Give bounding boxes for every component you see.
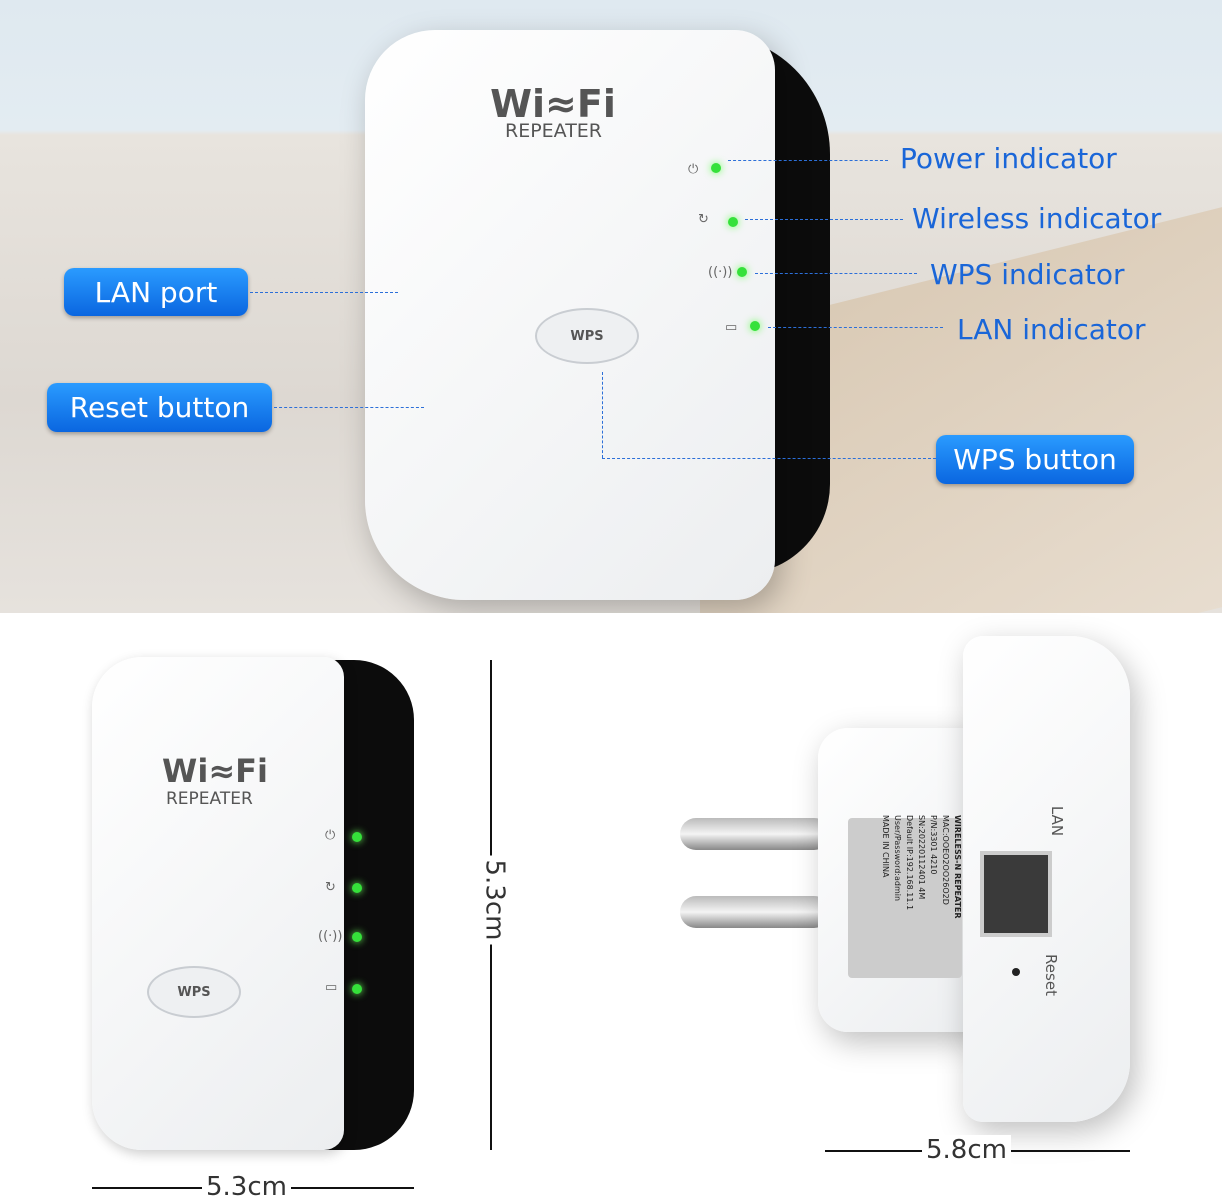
side-reset-label: Reset xyxy=(1041,954,1060,996)
wireless-indicator-label: Wireless indicator xyxy=(912,202,1162,235)
wireless-leader xyxy=(745,219,903,220)
reset-button-callout: Reset button xyxy=(47,383,272,432)
repeater-label: REPEATER xyxy=(505,120,603,142)
side-lan-label: LAN xyxy=(1048,805,1067,837)
lan-indicator-label: LAN indicator xyxy=(957,313,1146,346)
power-icon: ⏻ xyxy=(688,162,699,177)
wps-label: WPS xyxy=(570,328,604,344)
wps-leader-h xyxy=(602,458,936,459)
front-view-body xyxy=(92,657,344,1150)
wps-led xyxy=(737,267,747,277)
plug-pin-bottom xyxy=(680,896,830,928)
power-leader xyxy=(728,160,888,161)
front-wireless-led xyxy=(352,883,362,893)
spec-sticker xyxy=(848,818,962,978)
sticker-mac: MAC:OOEO2OO26O2D xyxy=(941,815,950,905)
front-lan-led xyxy=(352,984,362,994)
side-depth-dimension: 5.8cm xyxy=(922,1135,1011,1165)
front-wps-button: WPS xyxy=(147,966,241,1018)
wps-ind-leader xyxy=(755,273,917,274)
wps-button-callout: WPS button xyxy=(936,435,1134,484)
wifi-logo: Wi≈Fi xyxy=(490,82,616,126)
front-power-icon: ⏻ xyxy=(325,828,336,843)
lan-port-callout: LAN port xyxy=(64,268,248,316)
lan-ind-leader xyxy=(768,327,943,328)
wps-leader-v xyxy=(602,372,603,458)
sticker-ip: Default IP:192.168.11.1 xyxy=(905,815,914,911)
wps-indicator-label: WPS indicator xyxy=(930,258,1125,291)
wps-button[interactable]: WPS xyxy=(535,308,639,364)
sticker-origin: MADE IN CHINA xyxy=(881,815,890,878)
front-width-dimension: 5.3cm xyxy=(202,1172,291,1202)
front-height-dimension: 5.3cm xyxy=(479,855,510,945)
power-led xyxy=(711,163,721,173)
front-wps-label: WPS xyxy=(177,984,211,1000)
sticker-title: WIRELESS-N REPEATER xyxy=(953,815,962,919)
front-wps-icon: ((·)) xyxy=(318,929,343,944)
side-lan-port xyxy=(980,851,1052,937)
front-wireless-icon: ↻ xyxy=(325,880,336,895)
front-lan-icon: ▭ xyxy=(325,980,338,995)
lan-port-leader xyxy=(250,292,398,293)
wps-antenna-icon: ((·)) xyxy=(708,265,733,280)
hero-photo: LAN Reset Wi≈Fi REPEATER WPS ⏻ ↻ ((·)) ▭… xyxy=(0,0,1222,613)
wireless-led xyxy=(728,217,738,227)
plug-pin-top xyxy=(680,818,830,850)
lan-led xyxy=(750,321,760,331)
front-wps-led xyxy=(352,932,362,942)
sticker-sn: SN:20220112401 4M xyxy=(917,815,926,900)
wireless-icon: ↻ xyxy=(698,212,709,227)
reset-leader xyxy=(274,407,424,408)
sticker-user: User/Password:admin xyxy=(893,815,902,902)
power-indicator-label: Power indicator xyxy=(900,142,1117,175)
sticker-pn: P/N:3301 4210 xyxy=(929,815,938,875)
front-repeater-label: REPEATER xyxy=(166,789,253,809)
side-reset-hole xyxy=(1012,968,1020,976)
sticker-text: WIRELESS-N REPEATER MAC:OOEO2OO26O2D P/N… xyxy=(853,815,963,975)
lan-icon: ▭ xyxy=(725,320,738,335)
front-power-led xyxy=(352,832,362,842)
front-wifi-logo: Wi≈Fi xyxy=(162,752,268,790)
